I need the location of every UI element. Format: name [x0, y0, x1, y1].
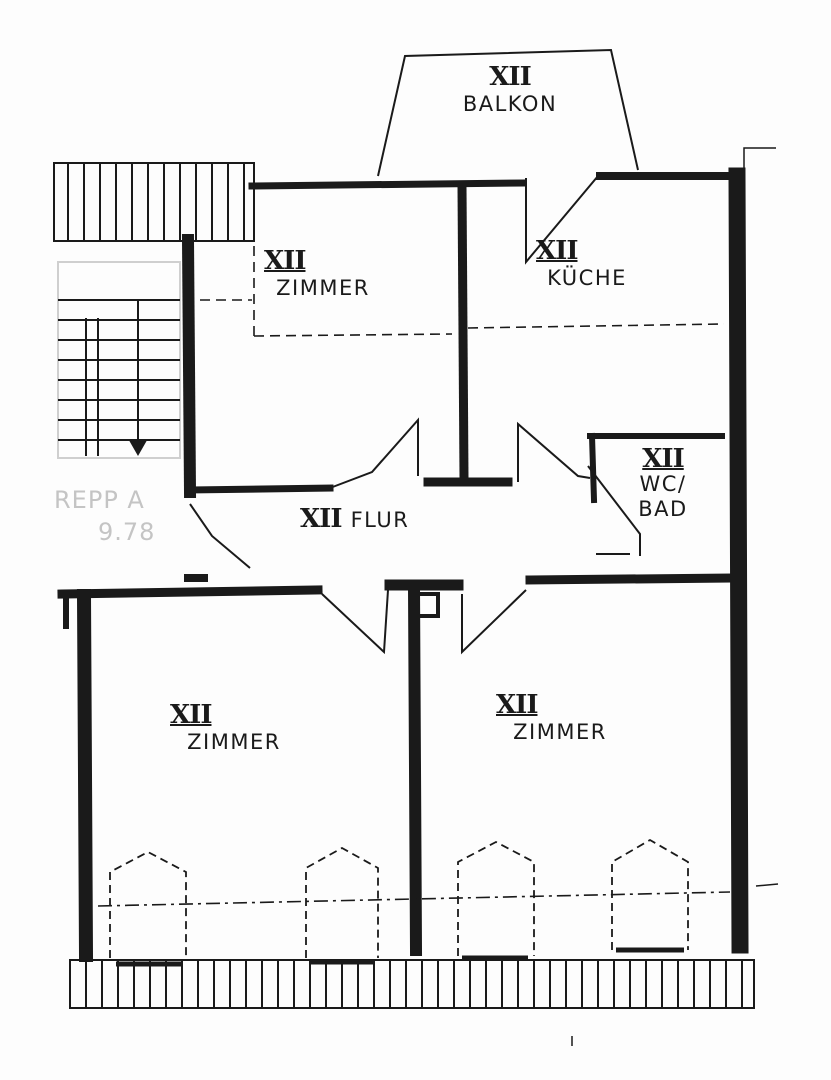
room-number: XII: [264, 246, 307, 276]
dashed-lines: [97, 246, 731, 907]
room-number: XII: [536, 236, 579, 266]
label-zimmer-top: XII ZIMMER: [258, 248, 388, 299]
label-wc-bad: XII WC/ BAD: [618, 446, 708, 520]
room-number: XII: [170, 700, 213, 730]
room-number: XII: [300, 504, 342, 534]
room-name-line1: WC/: [639, 472, 687, 496]
stair-level: 9.78: [98, 518, 156, 546]
room-name: BALKON: [462, 92, 558, 116]
room-number: XII: [642, 444, 685, 474]
facade-hatch: [69, 959, 755, 1009]
room-name: ZIMMER: [513, 720, 607, 744]
balcony-outline: [377, 48, 639, 177]
stair-label: REPP A: [54, 486, 145, 514]
walls: [57, 167, 749, 963]
room-number: XII: [489, 62, 532, 92]
room-name-line2: BAD: [638, 497, 688, 521]
stair-hatch-top: [53, 162, 255, 242]
label-zimmer-right: XII ZIMMER: [490, 692, 630, 743]
windows: [109, 838, 689, 958]
label-flur: XII FLUR: [300, 506, 440, 532]
room-name: ZIMMER: [187, 730, 281, 754]
room-name: KÜCHE: [547, 266, 627, 290]
label-zimmer-left: XII ZIMMER: [164, 702, 304, 753]
label-balkon: XII BALKON: [440, 64, 580, 115]
room-name: ZIMMER: [276, 276, 370, 300]
stair-steps: [57, 261, 181, 459]
room-number: XII: [496, 690, 539, 720]
doors: [189, 175, 641, 655]
room-name: FLUR: [350, 508, 410, 532]
label-kueche: XII KÜCHE: [532, 238, 642, 289]
